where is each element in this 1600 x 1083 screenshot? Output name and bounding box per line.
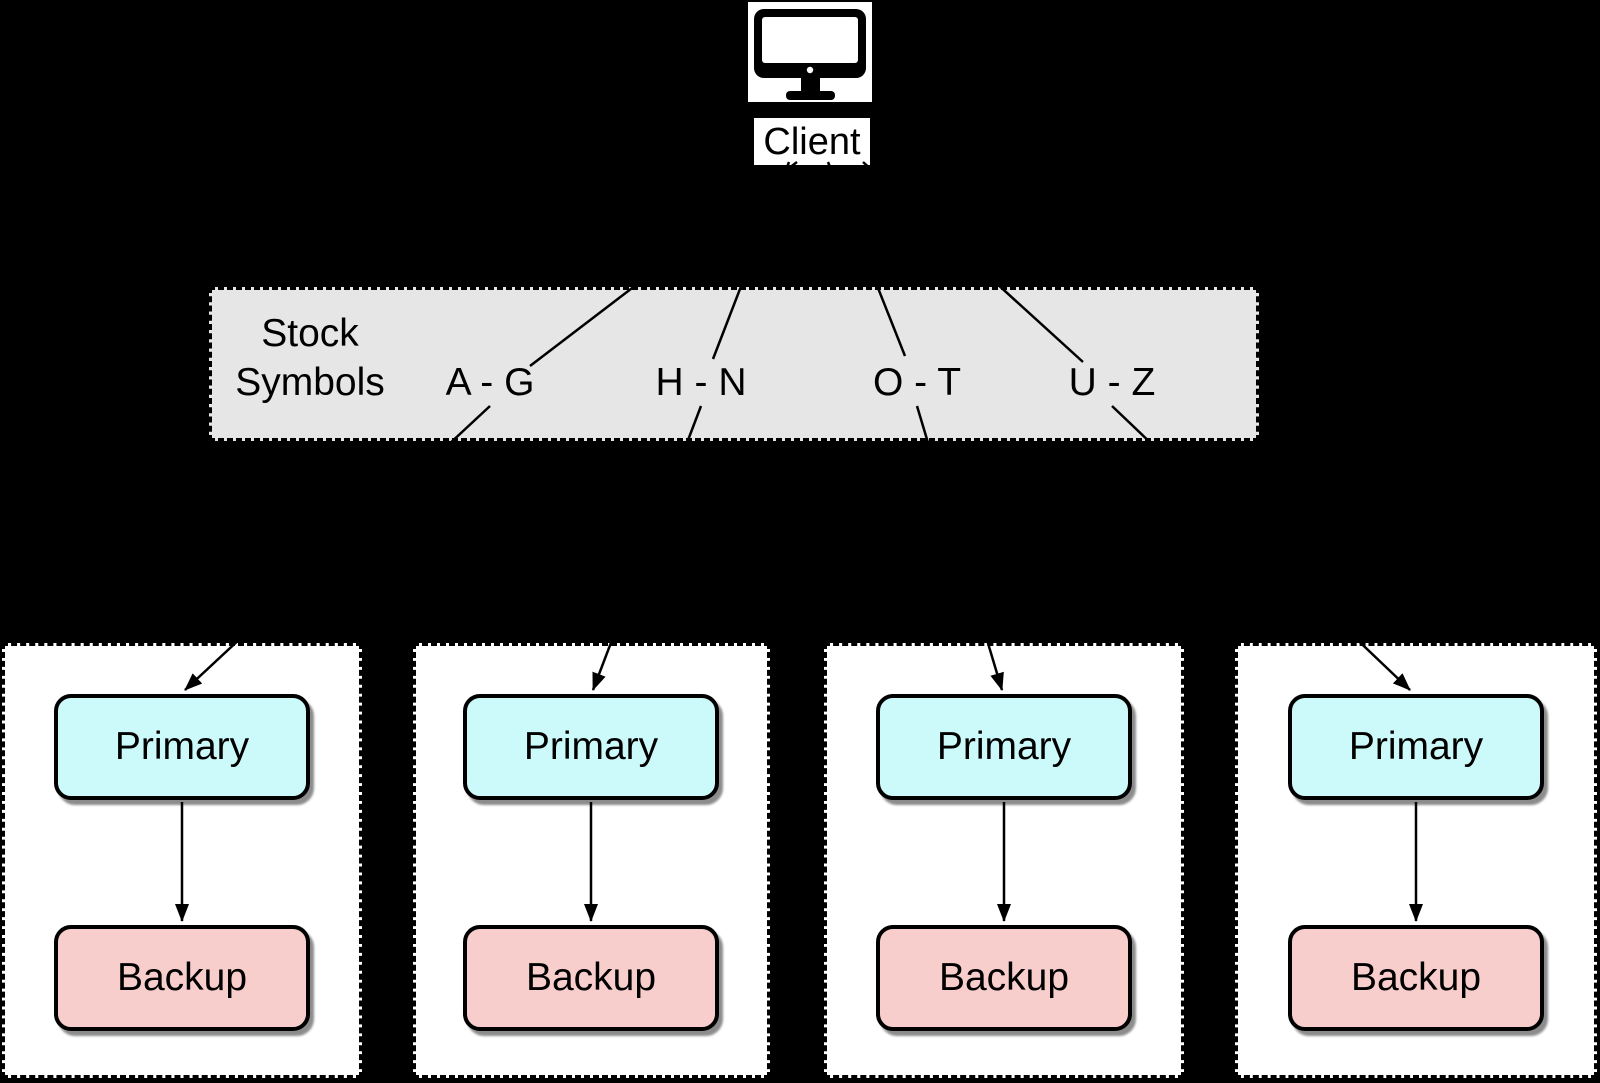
range-label-a-g: A - G xyxy=(445,361,535,404)
client-label: Client xyxy=(754,118,870,165)
backup-node-1: Backup xyxy=(54,925,310,1031)
band-title-line1: Stock xyxy=(261,312,359,355)
client-node xyxy=(748,2,872,102)
band-title-line2: Symbols xyxy=(235,361,385,404)
band-title: Stock Symbols xyxy=(222,309,398,419)
range-label-o-t: O - T xyxy=(872,361,962,404)
monitor-icon xyxy=(754,9,866,100)
backup-node-4: Backup xyxy=(1288,925,1544,1031)
primary-node-3: Primary xyxy=(876,694,1132,800)
range-label-u-z: U - Z xyxy=(1068,361,1156,404)
primary-node-4: Primary xyxy=(1288,694,1544,800)
primary-node-1: Primary xyxy=(54,694,310,800)
primary-node-2: Primary xyxy=(463,694,719,800)
range-label-h-n: H - N xyxy=(655,361,747,404)
backup-node-2: Backup xyxy=(463,925,719,1031)
backup-node-3: Backup xyxy=(876,925,1132,1031)
